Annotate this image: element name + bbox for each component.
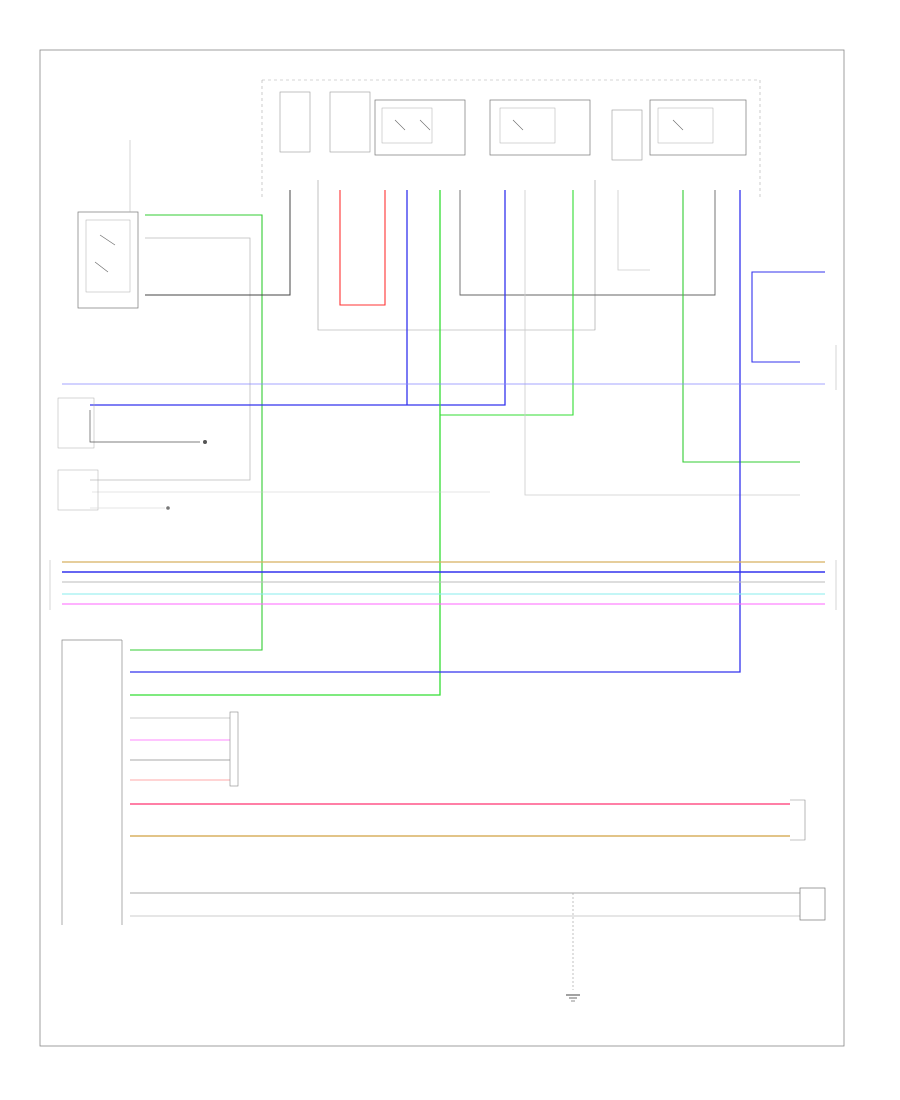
wire-gray-1 [90,237,251,481]
relay-3 [649,99,747,156]
wire-blue-2 [90,190,506,406]
left-sensor-block [57,469,170,511]
diagram-frame [39,49,845,1047]
wire-gray-3 [617,190,650,271]
ecu-short-wires [130,711,239,787]
relay-2 [489,99,591,156]
wire-green-2 [130,190,441,696]
wire-green-1 [130,214,263,651]
ground-symbol [566,893,580,1002]
left-relay-block [77,140,139,309]
relay-ground-bus [459,190,716,296]
relay-enclosure [317,180,596,331]
wire-red-1 [339,190,386,306]
fuse-block-a [279,91,371,153]
relay-1 [374,99,466,156]
right-switch [790,799,806,841]
wire-black-1 [145,190,291,296]
communication-bus [62,561,825,605]
right-sensor-box [799,887,826,921]
ecu-block [61,639,123,925]
wire-green-3 [440,190,574,416]
junction-block-dashed [261,79,761,200]
wire-gray-2 [524,190,800,496]
left-switch-block [57,397,207,449]
wire-green-4 [682,190,800,463]
wire-blue-3 [130,190,741,673]
fuse-block-b [611,109,643,161]
wire-blue-4 [751,271,825,363]
